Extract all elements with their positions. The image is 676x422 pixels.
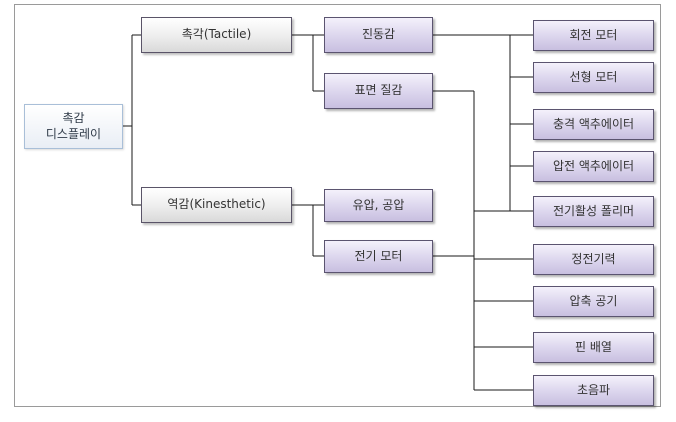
node-rotary-motor: 회전 모터 [533, 20, 654, 51]
node-electrostatic: 정전기력 [533, 244, 654, 275]
node-tactile: 촉각(Tactile) [141, 17, 292, 53]
node-piezo-actuator: 압전 액추에이터 [533, 151, 654, 182]
node-vibration-label: 진동감 [361, 27, 396, 42]
node-linear-motor-label: 선형 모터 [569, 69, 618, 84]
node-vibration: 진동감 [324, 17, 433, 53]
node-compressed-air-label: 압축 공기 [569, 293, 618, 308]
node-impact-actuator: 충격 액추에이터 [533, 109, 654, 140]
node-piezo-actuator-label: 압전 액추에이터 [552, 158, 635, 173]
node-surface-texture-label: 표면 질감 [354, 83, 403, 98]
node-rotary-motor-label: 회전 모터 [569, 27, 618, 42]
root-label-line1: 촉감 [62, 110, 85, 125]
root-label-line2: 디스플레이 [45, 126, 102, 141]
node-electric-motor: 전기 모터 [324, 240, 433, 273]
node-pin-array: 핀 배열 [533, 332, 654, 363]
node-hydraulic-pneumatic: 유압, 공압 [324, 189, 433, 222]
node-tactile-label: 촉각(Tactile) [181, 27, 252, 42]
node-electric-motor-label: 전기 모터 [354, 248, 403, 263]
root-node: 촉감 디스플레이 [24, 104, 123, 149]
node-ultrasound: 초음파 [533, 375, 654, 406]
node-surface-texture: 표면 질감 [324, 73, 433, 109]
node-ultrasound-label: 초음파 [576, 382, 611, 397]
node-pin-array-label: 핀 배열 [575, 339, 612, 354]
node-electrostatic-label: 정전기력 [571, 251, 616, 266]
node-compressed-air: 압축 공기 [533, 286, 654, 317]
node-kinesthetic-label: 역감(Kinesthetic) [167, 197, 266, 212]
node-kinesthetic: 역감(Kinesthetic) [141, 187, 292, 223]
node-impact-actuator-label: 충격 액추에이터 [552, 116, 635, 131]
node-linear-motor: 선형 모터 [533, 62, 654, 93]
node-hydraulic-pneumatic-label: 유압, 공압 [352, 197, 405, 212]
node-electroactive-polymer-label: 전기활성 폴리머 [552, 203, 635, 218]
node-electroactive-polymer: 전기활성 폴리머 [533, 196, 654, 227]
